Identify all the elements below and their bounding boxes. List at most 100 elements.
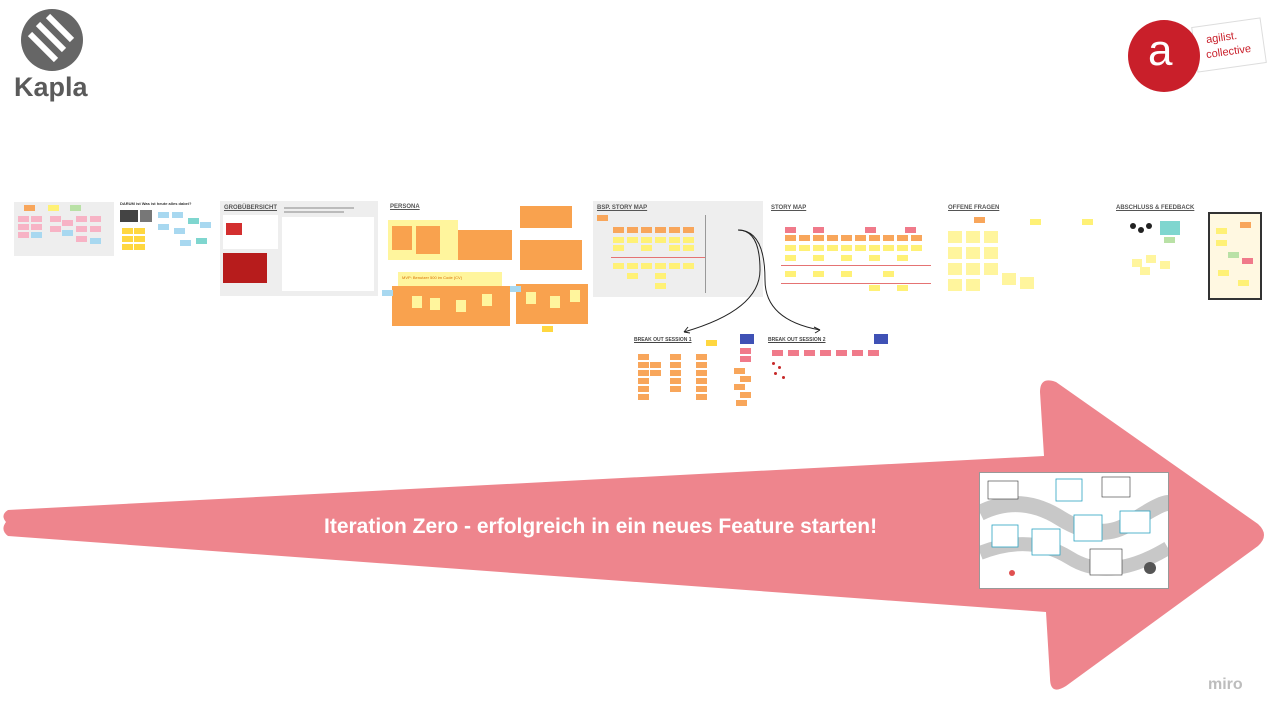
sticky-note[interactable] bbox=[134, 236, 145, 242]
sticky-note[interactable] bbox=[613, 245, 624, 251]
sticky-note[interactable] bbox=[31, 216, 42, 222]
sticky-note[interactable] bbox=[740, 348, 751, 354]
sticky-note[interactable] bbox=[785, 245, 796, 251]
sticky-note[interactable] bbox=[90, 226, 101, 232]
sticky-note[interactable] bbox=[90, 238, 101, 244]
sticky-note[interactable] bbox=[134, 244, 145, 250]
sticky-note[interactable] bbox=[696, 354, 707, 360]
sticky-note[interactable] bbox=[799, 235, 810, 241]
sticky-note[interactable] bbox=[897, 245, 908, 251]
sticky-note[interactable] bbox=[785, 235, 796, 241]
sticky-note[interactable] bbox=[627, 237, 638, 243]
sticky-note[interactable] bbox=[740, 392, 751, 398]
sticky-note[interactable] bbox=[122, 228, 133, 234]
sticky-note[interactable] bbox=[627, 227, 638, 233]
sticky-note[interactable] bbox=[458, 230, 512, 260]
sticky-note[interactable] bbox=[855, 235, 866, 241]
breakout-1-area[interactable] bbox=[632, 334, 762, 410]
sticky-note[interactable] bbox=[836, 350, 847, 356]
sticky-note[interactable] bbox=[670, 370, 681, 376]
sticky-note[interactable] bbox=[813, 255, 824, 261]
sticky-note[interactable] bbox=[613, 263, 624, 269]
sticky-note[interactable] bbox=[905, 227, 916, 233]
sticky-note[interactable] bbox=[669, 245, 680, 251]
sticky-note[interactable] bbox=[813, 235, 824, 241]
sticky-note[interactable] bbox=[31, 224, 42, 230]
sticky-note[interactable] bbox=[18, 224, 29, 230]
sticky-note[interactable] bbox=[641, 245, 652, 251]
sticky-note[interactable] bbox=[966, 263, 980, 275]
sticky-note[interactable] bbox=[696, 394, 707, 400]
sticky-note[interactable] bbox=[683, 245, 694, 251]
sticky-note[interactable] bbox=[785, 255, 796, 261]
sticky-note[interactable] bbox=[638, 362, 649, 368]
sticky-note[interactable] bbox=[31, 232, 42, 238]
sticky-note[interactable] bbox=[542, 326, 553, 332]
board-frame-abschluss[interactable]: ABSCHLUSS & FEEDBACK bbox=[1112, 201, 1194, 297]
map-thumbnail[interactable] bbox=[976, 472, 1172, 589]
sticky-note[interactable] bbox=[1002, 273, 1016, 285]
sticky-note[interactable] bbox=[550, 296, 560, 308]
sticky-note[interactable] bbox=[18, 216, 29, 222]
sticky-note[interactable] bbox=[412, 296, 422, 308]
sticky-note[interactable] bbox=[650, 370, 661, 376]
sticky-note[interactable] bbox=[869, 235, 880, 241]
sticky-note[interactable] bbox=[196, 238, 207, 244]
sticky-note[interactable] bbox=[966, 247, 980, 259]
sticky-note[interactable] bbox=[841, 235, 852, 241]
sticky-note[interactable] bbox=[813, 245, 824, 251]
sticky-note[interactable] bbox=[520, 206, 572, 228]
sticky-note[interactable] bbox=[669, 227, 680, 233]
sticky-note[interactable] bbox=[597, 215, 608, 221]
sticky-note[interactable] bbox=[683, 227, 694, 233]
sticky-note[interactable] bbox=[638, 354, 649, 360]
sticky-note[interactable] bbox=[696, 386, 707, 392]
sticky-note[interactable] bbox=[683, 237, 694, 243]
sticky-note[interactable] bbox=[172, 212, 183, 218]
sticky-note[interactable] bbox=[1218, 270, 1229, 276]
sticky-note[interactable] bbox=[655, 227, 666, 233]
sticky-note[interactable] bbox=[788, 350, 799, 356]
sticky-note[interactable] bbox=[897, 255, 908, 261]
sticky-note[interactable] bbox=[416, 226, 440, 254]
sticky-note[interactable] bbox=[200, 222, 211, 228]
sticky-note[interactable] bbox=[696, 370, 707, 376]
sticky-note[interactable] bbox=[852, 350, 863, 356]
sticky-note[interactable] bbox=[1228, 252, 1239, 258]
sticky-note[interactable] bbox=[984, 247, 998, 259]
sticky-note[interactable] bbox=[785, 271, 796, 277]
sticky-note[interactable] bbox=[734, 384, 745, 390]
sticky-note[interactable] bbox=[1140, 267, 1150, 275]
board-frame-story-map[interactable]: STORY MAP bbox=[767, 201, 937, 297]
sticky-note[interactable] bbox=[638, 386, 649, 392]
sticky-note[interactable] bbox=[1238, 280, 1249, 286]
sticky-note[interactable] bbox=[706, 340, 717, 346]
sticky-note[interactable] bbox=[948, 263, 962, 275]
breakout-2-area[interactable] bbox=[766, 334, 896, 386]
sticky-note[interactable] bbox=[948, 279, 962, 291]
board-frame-2[interactable]: DARUM ist Was ist heute alles dabei? bbox=[118, 200, 214, 256]
sticky-note[interactable] bbox=[841, 255, 852, 261]
sticky-note[interactable] bbox=[799, 245, 810, 251]
sticky-note[interactable] bbox=[804, 350, 815, 356]
board-frame-persona[interactable]: PERSONA MVP: Benutzer 500 im Code (CV) bbox=[382, 200, 591, 332]
sticky-note[interactable] bbox=[655, 283, 666, 289]
sticky-note[interactable] bbox=[911, 245, 922, 251]
sticky-note[interactable] bbox=[669, 237, 680, 243]
sticky-note[interactable] bbox=[1240, 222, 1251, 228]
sticky-note[interactable] bbox=[1216, 240, 1227, 246]
sticky-note[interactable] bbox=[122, 236, 133, 242]
sticky-note[interactable] bbox=[24, 205, 35, 211]
sticky-note[interactable] bbox=[188, 218, 199, 224]
sticky-note[interactable] bbox=[655, 273, 666, 279]
sticky-note[interactable] bbox=[670, 362, 681, 368]
sticky-note[interactable] bbox=[641, 237, 652, 243]
sticky-note[interactable] bbox=[772, 350, 783, 356]
sticky-note[interactable] bbox=[670, 386, 681, 392]
sticky-note[interactable] bbox=[669, 263, 680, 269]
sticky-note[interactable] bbox=[1164, 237, 1175, 243]
board-frame-bsp-story-map[interactable]: BSP. STORY MAP bbox=[593, 201, 763, 297]
sticky-note[interactable] bbox=[482, 294, 492, 306]
sticky-note[interactable] bbox=[841, 271, 852, 277]
sticky-note[interactable] bbox=[48, 205, 59, 211]
